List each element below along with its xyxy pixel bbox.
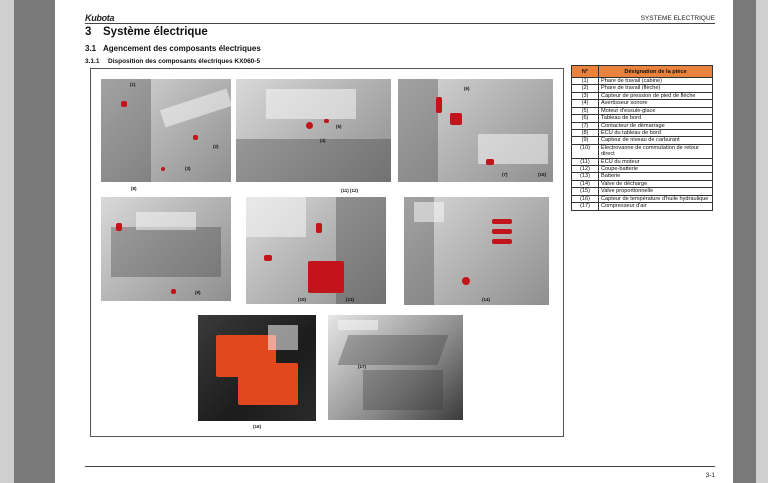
section-title: Agencement des composants électriques [103,44,261,53]
part-name-cell: ECU du tableau de bord [598,128,713,138]
table-row: (1)Phare de travail (cabine) [571,76,713,86]
chapter-number: 3 [85,26,92,38]
photo-cab-boom: (1) (2) (3) [101,79,231,182]
subsection-heading: 3.1.1 Disposition des composants électriq… [85,58,260,65]
part-name-cell: Compresseur d'air [598,202,713,211]
callout-9: (9) [195,290,201,295]
callout-3: (3) [185,166,191,171]
part-name-cell: Valve proportionnelle [598,187,713,196]
callout-1: (1) [130,82,136,87]
section-header-title: SYSTEME ELECTRIQUE [640,15,715,22]
chapter-title: Système électrique [103,26,208,38]
table-row: (4)Avertisseur sonore [571,99,713,108]
viewer-left-border [0,0,14,483]
part-number-cell: (7) [571,121,599,130]
viewer-right-border [756,0,768,483]
part-number-cell: (14) [571,179,599,189]
column-header-number: N° [571,65,599,78]
header-rule [85,23,715,24]
part-number-cell: (1) [571,76,599,86]
part-number-cell: (5) [571,106,599,116]
part-number-cell: (2) [571,84,599,93]
table-row: (12)Coupe-batterie [571,165,713,174]
parts-designation-table: N° Désignation de la pièce (1)Phare de t… [571,65,713,211]
subsection-title: Disposition des composants électriques K… [108,58,261,65]
part-number-cell: (6) [571,114,599,123]
callout-16: (16) [253,424,262,429]
callout-13: (13) [346,297,355,302]
part-name-cell: ECU du moteur [598,157,713,167]
section-number: 3.1 [85,44,97,53]
photo-front-cab: (4) (5) [236,79,391,182]
kubota-logo: Kubota [85,13,115,23]
table-row: (5)Moteur d'essuie-glace [571,106,713,116]
subsection-number: 3.1.1 [85,58,100,65]
part-number-cell: (13) [571,172,599,181]
photo-control-valve [198,315,316,421]
table-row: (6)Tableau de bord [571,114,713,123]
callout-10: (10) [298,297,307,302]
part-name-cell: Valve de décharge [598,179,713,189]
part-number-cell: (4) [571,99,599,108]
component-layout-figure: (1) (2) (3) (4) (5) (6) (7) (15) (8) (11… [90,68,564,437]
table-row: (3)Capteur de pression de pied de flèche [571,91,713,101]
part-number-cell: (11) [571,157,599,167]
part-name-cell: Phare de travail (cabine) [598,76,713,86]
parts-table-body: (1)Phare de travail (cabine)(2)Phare de … [571,76,713,211]
part-name-cell: Capteur de pression de pied de flèche [598,91,713,101]
table-row: (10)Electrovanne de commutation de retou… [571,143,713,159]
photo-operator-console: (6) (7) (15) [398,79,553,182]
part-name-cell: Phare de travail (flèche) [598,84,713,93]
callout-17: (17) [358,364,367,369]
chapter-heading: 3 Système électrique [85,26,208,38]
table-row: (8)ECU du tableau de bord [571,128,713,138]
part-name-cell: Contacteur de démarrage [598,121,713,130]
callout-11-12: (11) (12) [341,188,359,193]
part-number-cell: (10) [571,143,599,159]
table-row: (13)Batterie [571,172,713,181]
callout-5: (5) [336,124,342,129]
table-row: (9)Capteur de niveau de carburant [571,136,713,145]
table-row: (17)Compresseur d'air [571,202,713,211]
callout-8: (8) [131,186,137,191]
part-name-cell: Electrovanne de commutation de retour di… [598,143,713,159]
table-row: (11)ECU du moteur [571,157,713,167]
part-number-cell: (17) [571,202,599,211]
table-row: (7)Contacteur de démarrage [571,121,713,130]
page-number: 3-1 [705,472,715,479]
section-heading: 3.1 Agencement des composants électriques [85,44,261,53]
callout-14: (14) [482,297,491,302]
callout-6: (6) [464,86,470,91]
part-number-cell: (3) [571,91,599,101]
document-page: Kubota SYSTEME ELECTRIQUE 3 Système élect… [55,0,733,483]
photo-dashboard-ecu: (9) [101,197,231,301]
callout-7: (7) [502,172,508,177]
callout-15: (15) [538,172,547,177]
callout-2: (2) [213,144,219,149]
table-row: (15)Valve proportionnelle [571,187,713,196]
part-name-cell: Moteur d'essuie-glace [598,106,713,116]
part-name-cell: Capteur de niveau de carburant [598,136,713,145]
part-number-cell: (15) [571,187,599,196]
callout-4: (4) [320,138,326,143]
parts-table-header: N° Désignation de la pièce [571,65,713,78]
part-name-cell: Avertisseur sonore [598,99,713,108]
table-row: (14)Valve de décharge [571,179,713,189]
table-row: (16)Capteur de température d'huile hydra… [571,194,713,204]
photo-seat-compressor: (17) [328,315,463,420]
column-header-designation: Désignation de la pièce [598,65,713,78]
part-number-cell: (16) [571,194,599,204]
part-name-cell: Tableau de bord [598,114,713,123]
part-number-cell: (12) [571,165,599,174]
part-name-cell: Capteur de température d'huile hydrauliq… [598,194,713,204]
part-number-cell: (8) [571,128,599,138]
photo-battery-compartment: (10) (13) [246,197,386,304]
part-name-cell: Coupe-batterie [598,165,713,174]
part-number-cell: (9) [571,136,599,145]
table-row: (2)Phare de travail (flèche) [571,84,713,93]
part-name-cell: Batterie [598,172,713,181]
footer-rule [85,466,715,467]
photo-hydraulic-valves: (14) [404,197,549,305]
